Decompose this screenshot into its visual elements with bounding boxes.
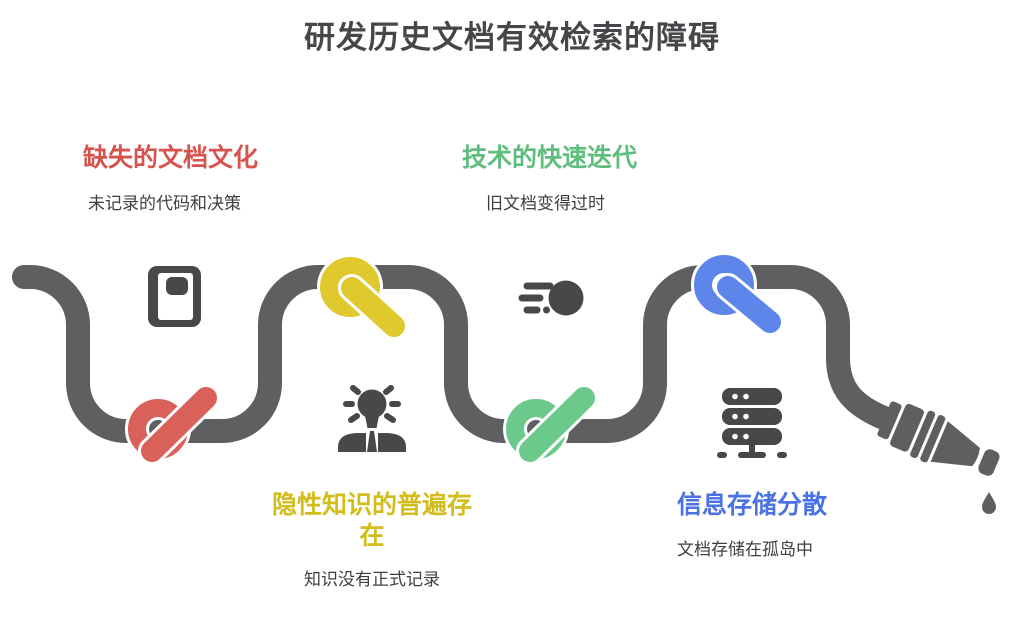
water-drop-icon	[982, 492, 996, 514]
section-tacit-knowledge: 隐性知识的普遍存在 知识没有正式记录	[267, 490, 477, 590]
knot-blue	[691, 252, 784, 336]
page-title: 研发历史文档有效检索的障碍	[304, 20, 720, 55]
knot-red	[125, 384, 220, 465]
section-subtitle: 旧文档变得过时	[486, 194, 605, 214]
hose-nozzle-icon	[877, 401, 1000, 476]
knot-green	[503, 384, 598, 465]
section-subtitle: 知识没有正式记录	[304, 569, 440, 589]
section-missing-doc-culture: 缺失的文档文化 未记录的代码和决策	[83, 143, 258, 214]
section-subtitle: 未记录的代码和决策	[88, 194, 241, 214]
rope-path	[12, 265, 896, 443]
section-scattered-storage: 信息存储分散 文档存储在孤岛中	[677, 490, 827, 560]
section-heading: 信息存储分散	[677, 491, 828, 519]
section-subtitle: 文档存储在孤岛中	[677, 540, 813, 560]
server-icon	[717, 388, 787, 458]
notebook-icon	[148, 266, 201, 327]
meteor-icon	[518, 280, 584, 316]
section-heading: 隐性知识的普遍存在	[271, 491, 472, 551]
idea-person-icon	[338, 385, 406, 452]
section-heading: 缺失的文档文化	[83, 144, 259, 172]
section-tech-iteration: 技术的快速迭代 旧文档变得过时	[462, 143, 637, 214]
knot-yellow	[317, 254, 408, 340]
section-heading: 技术的快速迭代	[462, 144, 638, 172]
